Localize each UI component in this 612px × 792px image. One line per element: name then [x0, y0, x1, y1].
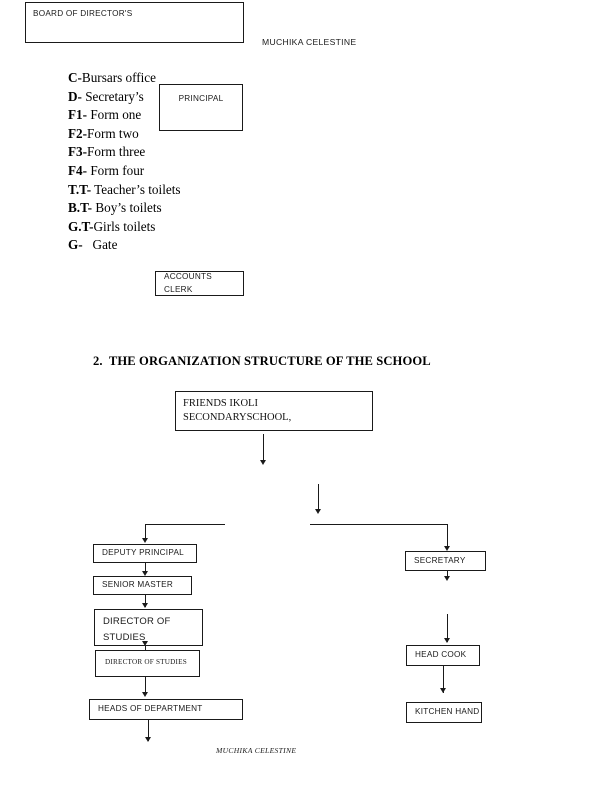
list-item: T.T- Teacher’s toilets — [68, 181, 181, 200]
legend-key: F2- — [68, 125, 88, 141]
connector-deputy-to-senior — [145, 563, 146, 574]
legend-text: Boy’s toilets — [92, 200, 162, 216]
box-deputy-principal-label: DEPUTY PRINCIPAL — [102, 548, 184, 558]
connector-secretary-stub — [447, 571, 448, 579]
page-title: 2. THE ORGANIZATION STRUCTURE OF THE SCH… — [93, 354, 431, 368]
arrowhead-dos-to-dos2 — [141, 641, 148, 646]
arrowhead-right-drop — [443, 546, 450, 551]
legend-key: B.T- — [68, 200, 93, 216]
box-director-of-studies-label: DIRECTOR OF STUDIES — [103, 616, 171, 643]
connector-senior-to-dos — [145, 595, 146, 607]
box-board-of-directors: BOARD OF DIRECTOR'S — [25, 2, 244, 43]
legend-list: C-Bursars office D- Secretary’s F1- Form… — [68, 69, 181, 255]
legend-text: Form one — [87, 107, 142, 123]
list-item: G- Gate — [68, 236, 181, 255]
box-senior-master: SENIOR MASTER — [93, 576, 192, 595]
arrowhead-secretary-stub — [443, 576, 450, 581]
legend-text: Girls toilets — [93, 218, 156, 234]
list-item: C-Bursars office — [68, 69, 181, 88]
header-author-name: MUCHIKA CELESTINE — [262, 37, 357, 47]
connector-secretary-to-headcook — [447, 614, 448, 642]
box-school-root: FRIENDS IKOLI SECONDARYSCHOOL, — [175, 391, 373, 431]
legend-text: Gate — [82, 237, 118, 253]
legend-text: Form two — [87, 125, 139, 141]
connector-left-drop — [145, 524, 146, 540]
box-accounts-clerk: ACCOUNTS CLERK — [155, 271, 244, 296]
legend-text: Secretary’s — [81, 88, 144, 104]
box-secretary: SECRETARY — [405, 551, 486, 571]
legend-text: Bursars office — [81, 70, 157, 85]
connector-root-stem — [263, 434, 264, 462]
list-item: B.T- Boy’s toilets — [68, 199, 181, 218]
footer-author-name: MUCHIKA CELESTINE — [216, 746, 297, 755]
box-deputy-principal: DEPUTY PRINCIPAL — [93, 544, 197, 563]
arrowhead-senior-to-dos — [141, 603, 148, 608]
box-senior-master-label: SENIOR MASTER — [102, 580, 174, 590]
list-item: F1- Form one — [68, 106, 181, 125]
arrowhead-right-stem — [314, 509, 321, 514]
connector-hod-out — [148, 720, 149, 741]
box-director-of-studies-secondary: DIRECTOR OF STUDIES — [95, 650, 200, 677]
legend-text: Form three — [87, 144, 146, 160]
box-secretary-label: SECRETARY — [414, 555, 466, 565]
box-board-of-directors-label: BOARD OF DIRECTOR'S — [33, 9, 133, 18]
legend-key: G- — [68, 237, 83, 253]
legend-key: C- — [68, 70, 82, 85]
arrowhead-headcook-to-kitchenhand — [439, 688, 446, 693]
legend-key: F4- — [68, 162, 88, 178]
box-kitchen-hand-label: KITCHEN HAND — [415, 707, 480, 717]
connector-left-horizontal — [145, 524, 225, 525]
connector-dos2-to-hod — [145, 677, 146, 695]
list-item: F2-Form two — [68, 125, 181, 144]
arrowhead-root — [259, 460, 266, 465]
legend-text: Form four — [87, 162, 145, 178]
list-item: F3-Form three — [68, 143, 181, 162]
list-item: D- Secretary’s — [68, 88, 181, 107]
box-heads-of-department-label: HEADS OF DEPARTMENT — [98, 704, 203, 714]
arrowhead-left-drop — [141, 538, 148, 543]
box-head-cook-label: HEAD COOK — [415, 650, 467, 660]
legend-key: F1- — [68, 107, 88, 123]
legend-key: D- — [68, 88, 82, 104]
arrowhead-hod-out — [144, 737, 151, 742]
list-item: G.T-Girls toilets — [68, 218, 181, 237]
arrowhead-deputy-to-senior — [141, 571, 148, 576]
connector-right-horizontal — [310, 524, 448, 525]
box-accounts-clerk-label: ACCOUNTS CLERK — [164, 271, 212, 294]
box-director-of-studies-secondary-label: DIRECTOR OF STUDIES — [105, 658, 187, 666]
box-school-root-label: FRIENDS IKOLI SECONDARYSCHOOL, — [183, 398, 292, 424]
box-heads-of-department: HEADS OF DEPARTMENT — [89, 699, 243, 720]
legend-text: Teacher’s toilets — [91, 181, 181, 197]
box-kitchen-hand: KITCHEN HAND — [406, 702, 482, 723]
connector-headcook-to-kitchenhand — [443, 666, 444, 693]
box-principal-label: PRINCIPAL — [178, 94, 224, 103]
arrowhead-secretary-to-headcook — [443, 638, 450, 643]
arrowhead-dos2-to-hod — [141, 692, 148, 697]
box-principal: PRINCIPAL — [159, 84, 243, 131]
box-director-of-studies: DIRECTOR OF STUDIES — [94, 609, 203, 646]
list-item: F4- Form four — [68, 162, 181, 181]
legend-key: G.T- — [68, 218, 94, 234]
connector-right-stem — [318, 484, 319, 511]
box-head-cook: HEAD COOK — [406, 645, 480, 666]
connector-right-drop — [447, 524, 448, 548]
legend-key: T.T- — [68, 181, 92, 197]
legend-key: F3- — [68, 144, 88, 160]
